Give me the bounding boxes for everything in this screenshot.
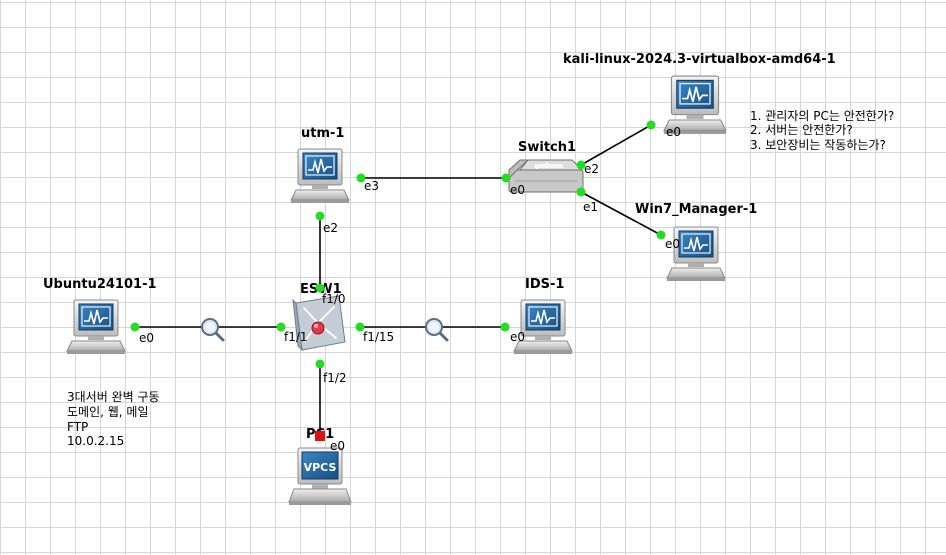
pc-icon[interactable] xyxy=(513,299,573,355)
switch1-node[interactable]: Switch1 xyxy=(508,140,584,193)
port-label: e0 xyxy=(139,331,154,345)
port-label: f1/2 xyxy=(323,371,347,385)
port-up-indicator xyxy=(130,322,140,332)
port-up-indicator xyxy=(315,211,325,221)
port-label: f1/15 xyxy=(363,330,394,344)
pc-icon[interactable] xyxy=(666,226,726,282)
ubuntu-node[interactable]: Ubuntu24101-1 xyxy=(43,277,157,355)
port-label: f1/0 xyxy=(322,292,346,306)
vpcs-icon[interactable]: VPCS xyxy=(288,447,352,505)
utm-label: utm-1 xyxy=(301,126,344,141)
port-up-indicator xyxy=(656,230,666,240)
port-label: e1 xyxy=(583,200,598,214)
port-up-indicator xyxy=(576,160,586,170)
ubuntu-label: Ubuntu24101-1 xyxy=(43,277,157,292)
win7-node[interactable]: Win7_Manager-1 xyxy=(635,202,757,282)
router-switch-icon[interactable] xyxy=(292,295,346,352)
note-line: 1. 관리자의 PC는 안전한가? xyxy=(750,109,894,123)
esw1-node[interactable]: ESW1 xyxy=(292,282,346,352)
questions-note[interactable]: 1. 관리자의 PC는 안전한가? 2. 서버는 안전한가? 3. 보안장비는 … xyxy=(750,109,894,152)
port-up-indicator xyxy=(646,120,656,130)
note-line: 3. 보안장비는 작동하는가? xyxy=(750,138,886,152)
kali-node[interactable]: kali-linux-2024.3-virtualbox-amd64-1 xyxy=(563,52,836,135)
port-labels: e0 e2 e0 e1 e0 e3 e2 f1/0 f1/1 f1/15 f1/… xyxy=(139,125,681,453)
pc-icon[interactable] xyxy=(66,299,126,355)
switch1-label: Switch1 xyxy=(518,140,576,155)
note-line: FTP xyxy=(67,420,88,434)
port-label: e0 xyxy=(330,439,345,453)
note-line: 10.0.2.15 xyxy=(67,434,124,448)
note-line: 2. 서버는 안전한가? xyxy=(750,123,853,137)
port-down-indicator xyxy=(315,431,325,441)
port-up-indicator xyxy=(576,187,586,197)
port-label: f1/1 xyxy=(284,330,308,344)
win7-label: Win7_Manager-1 xyxy=(635,202,757,217)
port-up-indicator xyxy=(355,322,365,332)
capture-magnifier-icon[interactable] xyxy=(201,318,225,342)
port-up-indicator xyxy=(500,322,510,332)
port-label: e3 xyxy=(364,179,379,193)
utm-node[interactable]: utm-1 xyxy=(290,126,350,204)
switch-icon[interactable] xyxy=(508,159,584,193)
pc-icon[interactable] xyxy=(290,148,350,204)
port-up-indicator xyxy=(501,173,511,183)
port-label: e0 xyxy=(666,125,681,139)
link-switch-win7[interactable] xyxy=(580,191,662,236)
port-label: e0 xyxy=(665,237,680,251)
port-up-indicator xyxy=(356,173,366,183)
link-kali-switch[interactable] xyxy=(580,124,652,166)
note-line: 도메인, 웹, 메일 xyxy=(67,405,149,419)
port-label: e0 xyxy=(510,330,525,344)
server-note[interactable]: 3대서버 완벽 구동 도메인, 웹, 메일 FTP 10.0.2.15 xyxy=(67,390,160,448)
kali-label: kali-linux-2024.3-virtualbox-amd64-1 xyxy=(563,52,836,67)
capture-magnifier-icon[interactable] xyxy=(425,318,449,342)
port-label: e2 xyxy=(584,162,599,176)
port-label: e2 xyxy=(323,221,338,235)
pc1-node[interactable]: VPCS PC1 xyxy=(288,427,352,505)
note-line: 3대서버 완벽 구동 xyxy=(67,390,160,404)
port-up-indicator xyxy=(315,359,325,369)
port-up-indicator xyxy=(315,283,325,293)
vpcs-badge: VPCS xyxy=(304,461,337,474)
port-up-indicator xyxy=(276,322,286,332)
ids-label: IDS-1 xyxy=(525,277,564,292)
port-label: e0 xyxy=(510,183,525,197)
port-indicators xyxy=(130,120,666,441)
ids-node[interactable]: IDS-1 xyxy=(513,277,573,355)
